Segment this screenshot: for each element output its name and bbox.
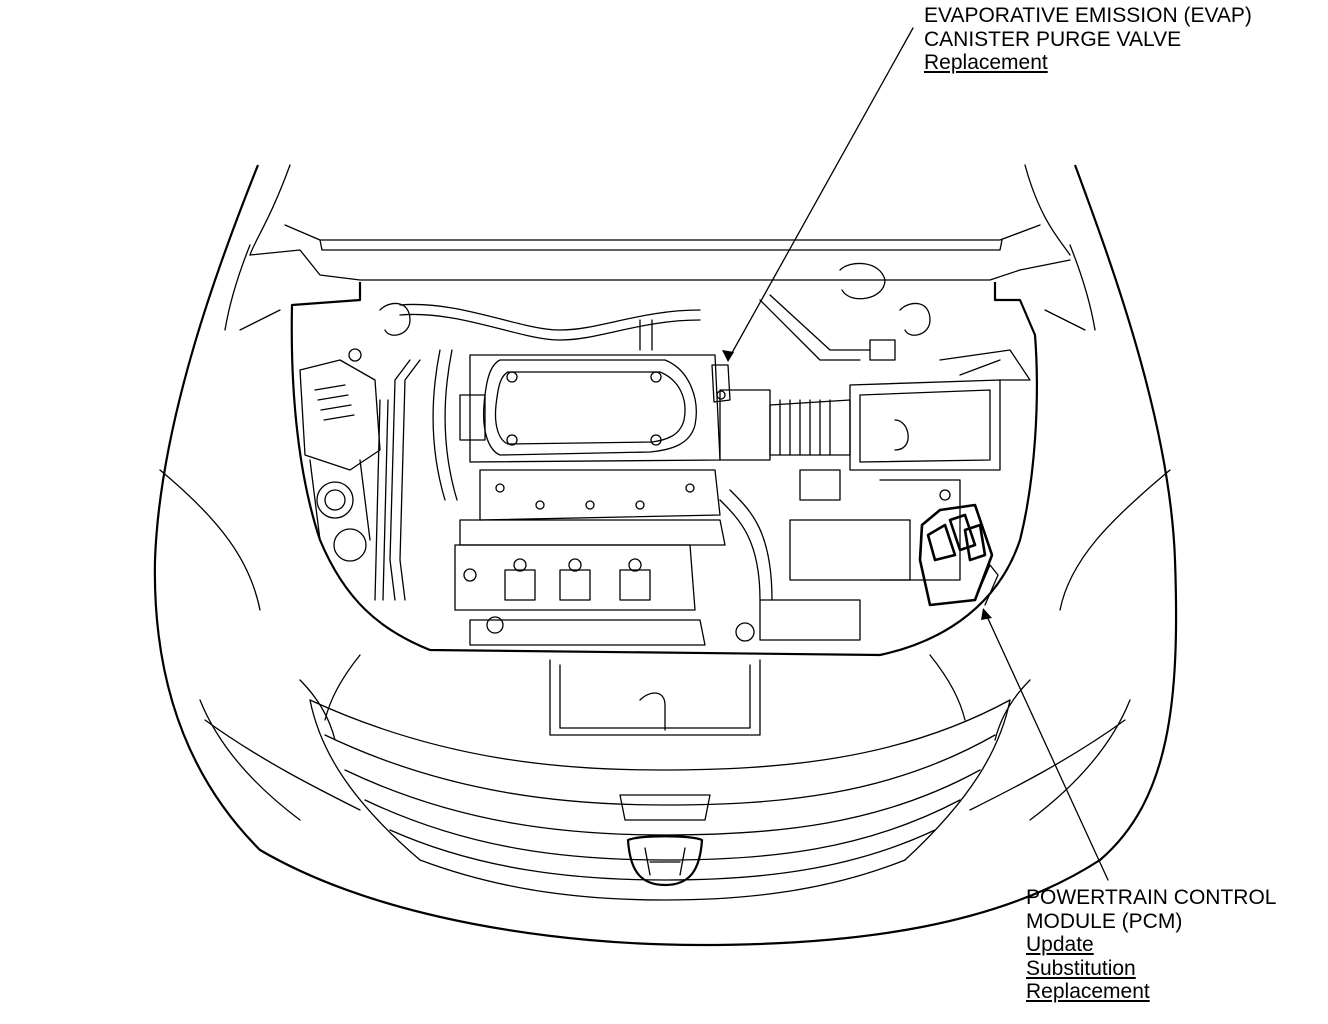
pcm-title-line-2: MODULE (PCM) [1026,909,1183,933]
evap-replacement-link[interactable]: Replacement [924,51,1048,74]
pcm-callout: POWERTRAIN CONTROL MODULE (PCM) Update S… [1026,886,1276,1004]
emblem [619,794,711,887]
ignition-coils [454,544,755,646]
pcm-substitution-link[interactable]: Substitution [1026,956,1136,980]
pcm-update-link[interactable]: Update [1026,933,1094,956]
hoses [374,262,896,601]
evap-purge-valve [711,364,731,403]
front-fascia [299,654,1031,741]
leader-lines [722,27,1109,881]
evap-purge-valve-callout: EVAPORATIVE EMISSION (EVAP) CANISTER PUR… [924,4,1252,75]
evap-title-line-1: EVAPORATIVE EMISSION (EVAP) [924,4,1252,27]
grille [309,699,1011,901]
car-body-outline [153,164,1178,947]
air-intake [719,349,1031,471]
right-components [759,302,961,641]
left-components [299,302,486,562]
pcm-module [918,503,999,607]
engine-bay-opening [290,282,1038,657]
pcm-replacement-link[interactable]: Replacement [1026,980,1150,1003]
intake-manifold [459,354,726,546]
pcm-title-line-1: POWERTRAIN CONTROL [1026,886,1277,909]
evap-title-line-2: CANISTER PURGE VALVE [924,27,1182,51]
cowl-panel [239,224,1086,331]
